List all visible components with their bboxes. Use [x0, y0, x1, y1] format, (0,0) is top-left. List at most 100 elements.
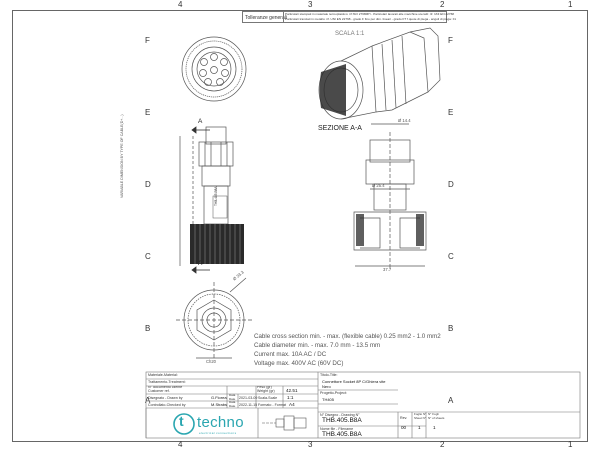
logo-wordmark: techno	[197, 414, 244, 431]
section-arrow-bottom-head	[191, 266, 197, 274]
title-line-1: Connettore Socket 8P C/Ghiera vite	[322, 379, 386, 384]
logo-letter: t	[179, 413, 184, 429]
treatment-label: Trattamento-Treatment:	[148, 380, 186, 384]
revision-value: 00	[401, 425, 407, 430]
dim-d5: Ch20	[206, 359, 217, 364]
scale-label: SCALA 1:1	[335, 31, 365, 37]
pin-7	[216, 78, 224, 86]
pin-6	[204, 78, 212, 86]
grid-right-F: F	[448, 36, 453, 45]
sheet-count-value: 1	[433, 425, 436, 430]
grid-left-D: D	[145, 180, 151, 189]
front-view-insert	[191, 46, 237, 92]
grid-right-B: B	[448, 324, 454, 333]
title-label: Titolo-Title:	[320, 373, 338, 377]
logo-circle	[173, 413, 195, 435]
filename-label: Nome file - Filename	[320, 427, 354, 431]
grid-bottom-3: 3	[308, 440, 313, 449]
drawing-number-label: N° Disegno - Drawing N°	[320, 413, 360, 417]
grid-right-E: E	[448, 108, 454, 117]
grid-top-1: 1	[568, 0, 573, 9]
tolerance-label: Tolleranze generali	[245, 15, 287, 21]
grid-left-B: B	[145, 324, 151, 333]
material-label: Materiale-Material:	[148, 373, 178, 377]
logo-tagline: electrical connections	[199, 431, 237, 435]
pin-3	[220, 58, 228, 66]
drawn-date-label: Data Date	[229, 394, 236, 401]
grid-left-A: A	[145, 396, 151, 405]
project-value: TH405	[322, 397, 335, 402]
front-view-outer-ring	[181, 36, 247, 102]
grid-left-C: C	[145, 252, 151, 261]
tolerance-note-1: Particolari stampati in materiale termop…	[285, 12, 455, 16]
front-view-knurl-ring	[185, 40, 243, 98]
drawn-by-label: Disegnato - Drawn by	[148, 396, 183, 400]
dim-d2: Ø 25.4	[372, 183, 385, 188]
tolerance-box: Tolleranze generali Particolari stampati…	[242, 11, 456, 23]
scale-field-label: Scala-Scale	[258, 396, 278, 400]
grid-bottom-1: 1	[568, 440, 573, 449]
pin-8	[210, 66, 218, 74]
grid-top-2: 2	[440, 0, 445, 9]
iso-cable-end	[409, 27, 441, 93]
side-plate-text: THB.405.B8A	[214, 186, 218, 207]
front-view-pin-field	[196, 51, 232, 87]
side-black-knurled-ring	[190, 224, 244, 264]
drawing-frame	[12, 10, 588, 442]
side-body	[201, 165, 231, 187]
section-arrow-top-head	[191, 126, 197, 134]
side-gland-nut	[198, 141, 234, 167]
title-block-lines	[145, 371, 581, 439]
side-vertical-label: VARIABLE DIMENSION BY TYPE OF CABLE(D+..…	[120, 114, 124, 198]
section-marker-bottom: A	[198, 260, 203, 267]
grid-right-A: A	[448, 396, 454, 405]
pin-4	[199, 69, 207, 77]
rear-view	[176, 277, 252, 359]
grid-top-4: 4	[178, 0, 183, 9]
grid-left-F: F	[145, 36, 150, 45]
sheet-number-value: 1	[418, 425, 421, 430]
title-thumbnail	[262, 415, 307, 431]
dim-d1: Ø 14.4	[398, 118, 411, 123]
checked-date-label: Data Date	[229, 401, 236, 408]
format-value: A4	[289, 402, 295, 407]
scale-field-value: 1:1	[287, 395, 294, 400]
grid-right-C: C	[448, 252, 454, 261]
filename-value: THB.405.B8A	[322, 431, 362, 438]
spec-cross-section: Cable cross section min. - max. (flexibl…	[254, 333, 441, 340]
iso-black-ring	[319, 64, 346, 116]
spec-current: Current max. 10A AC / DC	[254, 351, 327, 358]
format-label: Formato - Format	[258, 403, 286, 407]
section-view	[353, 123, 427, 270]
checked-date-value: 2022-11-15	[239, 403, 258, 407]
spec-voltage: Voltage max. 400V AC (60V DC)	[254, 360, 344, 367]
revision-label: Rev.	[400, 416, 408, 420]
grid-bottom-4: 4	[178, 440, 183, 449]
iso-gland-outline	[371, 31, 429, 113]
section-marker-top: A	[198, 118, 203, 125]
weight-value: 42.51	[286, 388, 298, 393]
checked-by-value: M.Strabs	[211, 402, 228, 407]
sheet-number-label: Foglio N° Sheet N°	[414, 413, 427, 420]
iso-body-outline	[340, 45, 377, 120]
drawing-number-value: THB.405.B8A	[322, 417, 362, 424]
grid-top-3: 3	[308, 0, 313, 9]
customer-ref-label: N° documento cliente Customer ref.	[148, 386, 183, 393]
sheet-count-label: N° Fogli N° of sheets	[428, 413, 445, 420]
grid-bottom-2: 2	[440, 440, 445, 449]
weight-label: Peso (gr) Weight (gr)	[257, 386, 275, 393]
drawn-date-value: 2021-03-09	[239, 396, 258, 400]
grid-right-D: D	[448, 180, 454, 189]
grid-left-E: E	[145, 108, 151, 117]
side-label-plate	[212, 195, 228, 219]
project-label: Progetto-Project:	[320, 391, 347, 395]
section-label: SEZIONE A-A	[318, 125, 362, 132]
drawn-by-value: G.Fiorea	[211, 395, 227, 400]
checked-by-label: Controllato-Checked by	[148, 403, 186, 407]
title-line-2: Nero	[322, 384, 331, 389]
pin-5	[221, 69, 229, 77]
dim-d3: 37.7	[383, 267, 392, 272]
pin-1	[210, 53, 218, 61]
pin-2	[200, 58, 208, 66]
